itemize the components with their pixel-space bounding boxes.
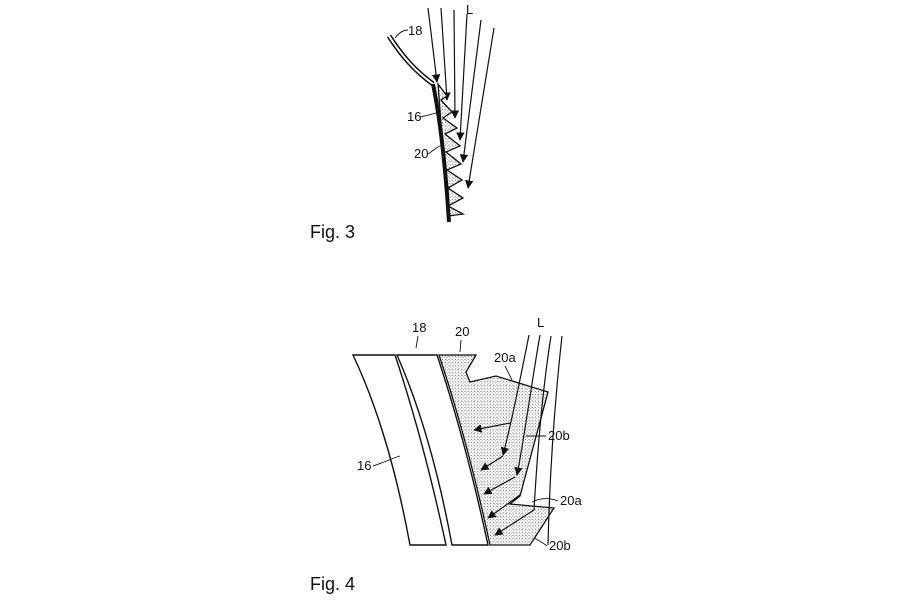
fig3-sawtooth-layer: [437, 81, 466, 217]
fig3-ref-20: 20: [414, 146, 428, 161]
fig3-leader-18: [394, 29, 409, 39]
fig3-ref-L: L: [466, 2, 473, 17]
fig3-ray: [450, 9, 460, 119]
fig4-ref-20a-upper: 20a: [494, 350, 516, 365]
fig3-ray: [459, 19, 482, 163]
fig4-caption: Fig. 4: [310, 574, 355, 594]
fig4-refracted-ray: [480, 455, 504, 471]
fig4-light-rays: [473, 334, 563, 546]
fig3-ray: [427, 7, 441, 83]
fig3-layer-18: [386, 34, 435, 87]
fig3-layer-16: [431, 83, 451, 223]
fig4-ref-20b-upper: 20b: [548, 428, 570, 443]
fig3-ray: [440, 7, 451, 101]
fig3-light-rays: [427, 7, 495, 189]
fig3-ref-18: 18: [408, 23, 422, 38]
fig4-ray: [533, 335, 552, 511]
fig3-leader-16: [419, 111, 440, 118]
fig3-ray: [465, 27, 495, 189]
fig4-leader-20b-lower: [533, 537, 548, 547]
fig4-refracted-ray: [494, 509, 535, 536]
fig4-ray: [514, 334, 541, 476]
fig4-layer-18: [395, 354, 489, 546]
fig4-leader-20a-upper: [504, 365, 513, 381]
fig4-sawtooth-layer-20: [438, 354, 556, 546]
fig4-ref-20b-lower: 20b: [549, 538, 571, 553]
fig3-caption: Fig. 3: [310, 222, 355, 242]
fig4-ref-20: 20: [455, 324, 469, 339]
fig3-layer-18-inner: [388, 35, 434, 85]
fig4-ref-L: L: [537, 315, 544, 330]
fig3-ray: [456, 13, 468, 141]
fig4-leader-20: [459, 339, 462, 353]
figure-3: 18 L 16 20 Fig. 3: [310, 2, 495, 242]
fig3-leader-20: [427, 143, 445, 155]
figure-4: 18 20 L 20a 20b 16 20a 20b Fig. 4: [310, 315, 582, 594]
fig4-leader-18: [415, 335, 419, 349]
fig3-ref-16: 16: [407, 109, 421, 124]
fig4-ray: [547, 335, 563, 546]
fig4-layer-16: [351, 354, 447, 546]
fig4-ray: [500, 334, 530, 456]
fig4-ref-20a-lower: 20a: [560, 493, 582, 508]
fig4-refracted-ray: [473, 422, 511, 433]
fig4-ref-16: 16: [357, 458, 371, 473]
fig4-leader-20a-lower: [531, 498, 559, 503]
fig4-refracted-ray: [487, 494, 521, 519]
fig4-leader-16: [372, 455, 401, 467]
fig4-ref-18: 18: [412, 320, 426, 335]
fig4-refracted-ray: [483, 476, 516, 495]
